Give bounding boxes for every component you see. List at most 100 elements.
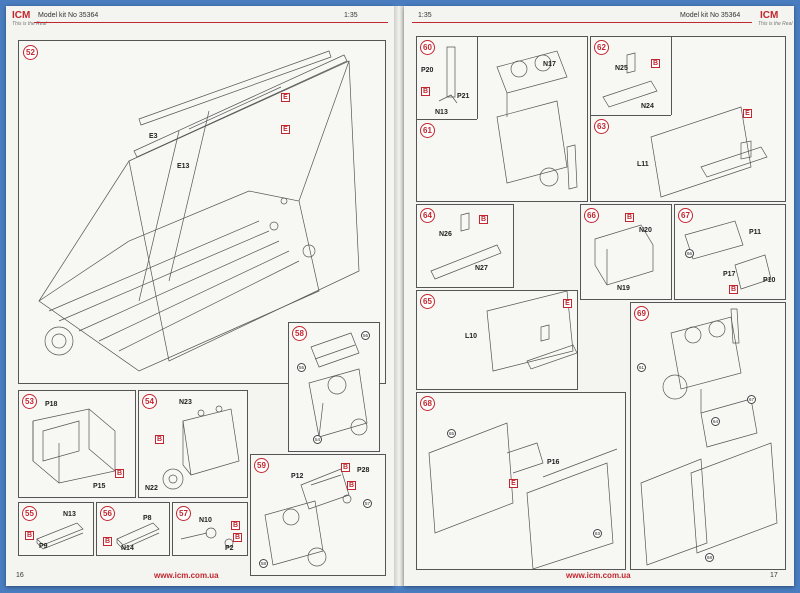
step-56-panel: 56 P8 B N14 [96,502,170,556]
step-66-panel: 66 B N20 N19 [580,204,672,300]
step-ref: 55 [297,363,306,372]
step-number: 59 [254,458,269,473]
part-label: P8 [143,515,152,522]
step-number: 63 [594,119,609,134]
sprue-b-tag: B [341,463,350,472]
step-ref: 65 [447,429,456,438]
part-label: N27 [475,265,488,272]
sprue-b-tag: B [347,481,356,490]
engine-assembly-diagram [264,468,352,567]
sprue-b-tag: B [155,435,164,444]
step-ref: 54 [313,435,322,444]
part-label: N22 [145,485,158,492]
engine-diagram [438,46,578,190]
part-label: L10 [465,333,478,340]
brand-logo: ICM [12,10,31,21]
step-68-panel: 68 65 P16 E 63 [416,392,626,570]
sprue-b-tag: B [231,521,240,530]
part-label: P21 [457,93,470,100]
step-ref: 63 [593,529,602,538]
divider [591,115,671,116]
sprue-b-tag: B [479,215,488,224]
part-label: P9 [39,543,48,550]
part-label: N14 [121,545,134,552]
step-number: 67 [678,208,693,223]
sprue-e-tag: E [281,93,290,102]
part-label: L11 [637,161,649,168]
part-label: N13 [63,511,76,518]
divider [671,37,672,115]
step-ref: 68 [705,553,714,562]
divider [417,119,477,120]
sprue-b-tag: B [103,537,112,546]
sprue-e-tag: E [743,109,752,118]
sprue-b-tag: B [729,285,738,294]
part-label: N19 [617,285,630,292]
part-label: P17 [723,271,736,278]
sprue-b-tag: B [115,469,124,478]
step-69-panel: 69 61 67 64 68 [630,302,786,570]
left-page: Model kit No 35364 1:35 ICM This is the … [6,6,394,586]
divider [477,37,478,119]
part-diagram [36,522,84,550]
part-label: N26 [439,231,452,238]
part-label: N25 [615,65,628,72]
right-page: 1:35 Model kit No 35364 ICM This is the … [404,6,794,586]
step-number: 55 [22,506,37,521]
step-65-panel: 65 E L10 [416,290,578,390]
part-diagram [180,527,234,548]
step-number: 65 [420,294,435,309]
sprue-b-tag: B [625,213,634,222]
step-number: 53 [22,394,37,409]
part-label: P16 [547,459,560,466]
step-55-panel: 55 N13 B P9 [18,502,94,556]
sprue-e-tag: E [509,479,518,488]
part-label: N17 [543,61,556,68]
sprue-b-tag: B [25,531,34,540]
hull-diagram [38,50,360,372]
brand-tagline: This is the Real [12,21,47,27]
part-label: P28 [357,467,370,474]
sprue-e-tag: E [563,299,572,308]
step-number: 52 [23,45,38,60]
brand-logo: ICM [760,10,779,21]
book-spine [394,6,404,586]
page-number: 16 [16,572,24,579]
step-number: 61 [420,123,435,138]
part-label: E3 [149,133,158,140]
sprue-b-tag: B [233,533,242,542]
sprue-b-tag: B [651,59,660,68]
part-label: P20 [421,67,434,74]
step-59-panel: 59 P12 B P28 B 57 58 [250,454,386,576]
step-ref: 61 [637,363,646,372]
model-kit-label: Model kit No 35364 [680,12,741,19]
step-number: 64 [420,208,435,223]
part-label: N13 [435,109,448,116]
part-diagram [430,212,502,280]
part-diagram [116,522,160,550]
part-label: P18 [45,401,58,408]
engine-block-diagram [162,405,240,490]
part-label: N24 [641,103,654,110]
part-label: N10 [199,517,212,524]
part-diagram [32,408,116,484]
step-ref: 56 [361,331,370,340]
part-diagram [594,224,654,286]
hull-side-diagram [428,422,618,569]
part-label: P2 [225,545,234,552]
step-ref: 64 [711,417,720,426]
step-ref: 57 [363,499,372,508]
step-53-panel: 53 P18 P15 B [18,390,136,498]
brand-tagline: This is the Real [758,21,793,27]
part-label: P11 [749,229,762,236]
step-64-panel: 64 B N26 N27 [416,204,514,288]
engine-diagram [308,332,368,438]
header-rule [412,22,752,23]
part-label: P15 [93,483,106,490]
step-57-panel: 57 N10 B B P2 [172,502,248,556]
website-url: www.icm.com.ua [154,571,219,580]
step-62-63-panel: 62 63 N25 B N24 E L11 [590,36,786,202]
plate-diagram [486,291,577,372]
step-number: 69 [634,306,649,321]
step-number: 57 [176,506,191,521]
